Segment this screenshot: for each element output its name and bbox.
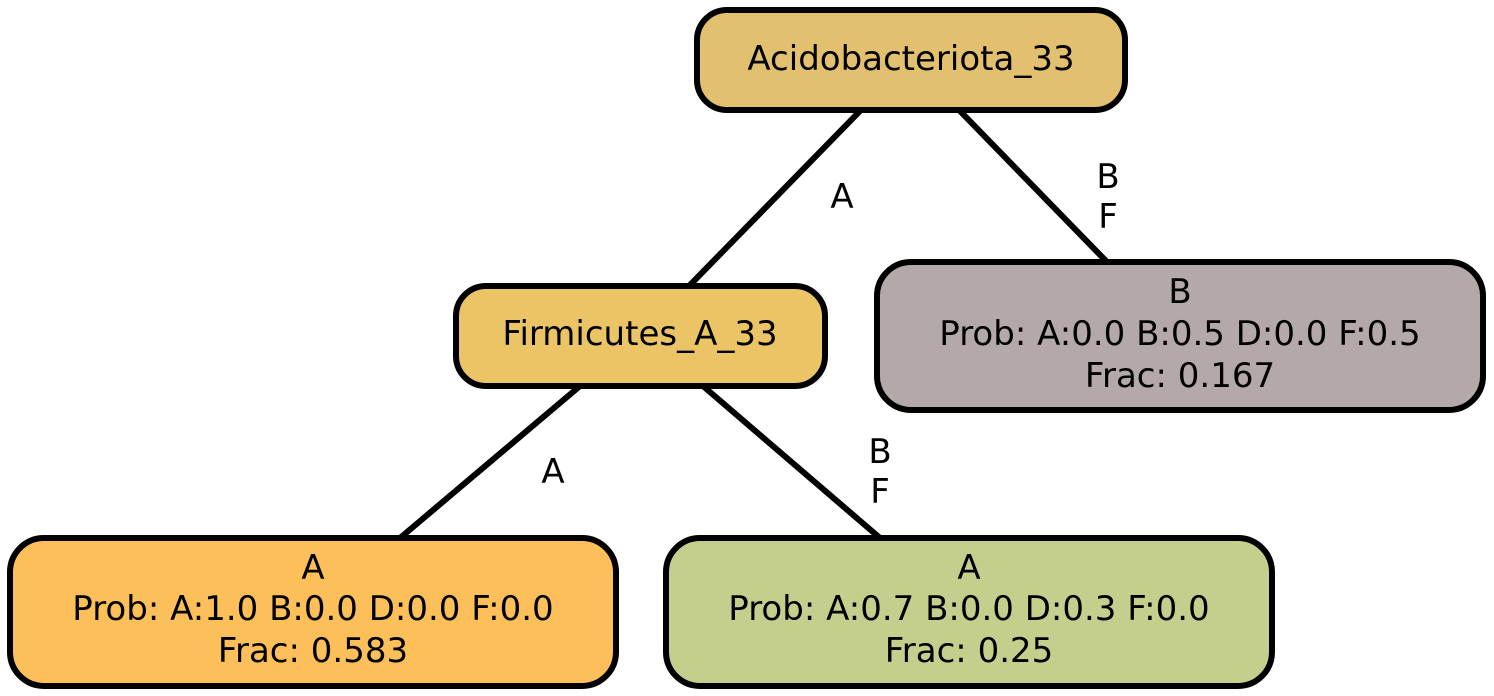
node-root-title: Acidobacteriota_33 — [747, 39, 1074, 79]
edge-firmicutes-to-leaf-a1 — [398, 383, 582, 541]
node-root-box — [694, 7, 1128, 113]
node-leaf-b-frac: Frac: 0.167 — [1085, 356, 1275, 396]
node-leaf-b-box — [874, 259, 1486, 413]
edge-root-to-firmicutes — [687, 108, 863, 288]
edge-label-root-firmicutes: A — [830, 177, 853, 217]
node-leaf-a07-class: A — [957, 548, 980, 588]
node-leaf-a1-prob: Prob: A:1.0 B:0.0 D:0.0 F:0.0 — [72, 589, 553, 629]
node-firmicutes-title: Firmicutes_A_33 — [502, 314, 777, 354]
node-root: Acidobacteriota_33 — [694, 7, 1128, 113]
edge-label-root-leaf-b-line2: F — [1098, 197, 1118, 237]
node-leaf-a07: A Prob: A:0.7 B:0.0 D:0.3 F:0.0 Frac: 0.… — [663, 535, 1275, 689]
edge-root-to-leaf-b — [957, 108, 1110, 265]
node-leaf-b-class: B — [1168, 272, 1191, 312]
node-leaf-b-prob: Prob: A:0.0 B:0.5 D:0.0 F:0.5 — [939, 314, 1420, 354]
edge-label-firmicutes-leaf-a07-line2: F — [870, 472, 890, 512]
node-leaf-a1: A Prob: A:1.0 B:0.0 D:0.0 F:0.0 Frac: 0.… — [7, 535, 619, 689]
node-leaf-a07-prob: Prob: A:0.7 B:0.0 D:0.3 F:0.0 — [728, 589, 1209, 629]
edge-label-firmicutes-leaf-a07-line1: B — [868, 432, 891, 472]
edge-label-firmicutes-leaf-a1: A — [541, 452, 564, 492]
node-firmicutes-box — [453, 283, 828, 389]
node-firmicutes: Firmicutes_A_33 — [453, 283, 828, 389]
edge-label-root-leaf-b-line1: B — [1096, 157, 1119, 197]
node-leaf-a07-box — [663, 535, 1275, 689]
node-leaf-a1-box — [7, 535, 619, 689]
node-leaf-a07-frac: Frac: 0.25 — [885, 631, 1054, 671]
node-leaf-a1-frac: Frac: 0.583 — [218, 631, 408, 671]
node-leaf-b: B Prob: A:0.0 B:0.5 D:0.0 F:0.5 Frac: 0.… — [874, 259, 1486, 413]
edge-firmicutes-to-leaf-a07 — [701, 383, 882, 541]
node-leaf-a1-class: A — [301, 548, 324, 588]
